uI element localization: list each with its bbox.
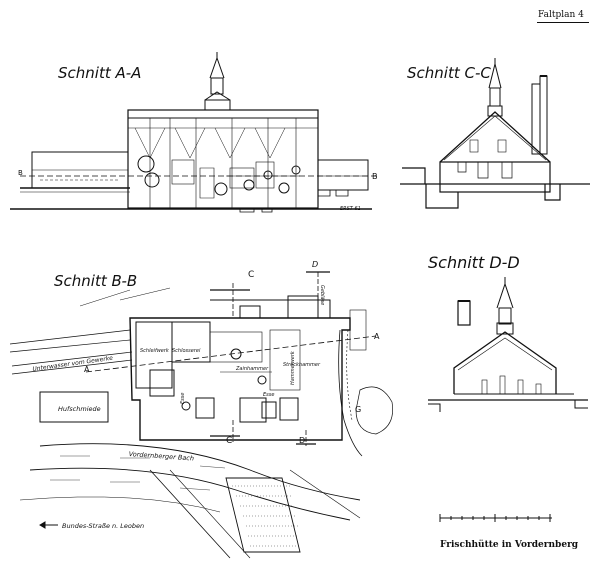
- bb-marker-a-right: A: [374, 332, 380, 341]
- label-room2: Schlosserei: [172, 348, 201, 354]
- label-room6: Esse: [263, 392, 275, 398]
- scale-bar: [439, 514, 552, 522]
- bb-marker-c-top: C: [248, 270, 255, 280]
- aa-marker-right: B: [372, 172, 378, 181]
- bb-marker-g: G: [355, 405, 362, 414]
- section-aa-title: Schnitt A-A: [58, 64, 142, 82]
- label-room3: Zainhammer: [236, 366, 269, 372]
- sheet-label: Faltplan 4: [538, 10, 584, 20]
- section-bb-drawing: [9, 271, 393, 559]
- label-room4: Streckhammer: [283, 362, 321, 368]
- bb-marker-c-bottom: C: [226, 436, 233, 446]
- section-cc-drawing: [400, 58, 590, 209]
- aa-marker-left: B: [18, 169, 23, 177]
- sheet-label-underline: [537, 22, 589, 23]
- bb-marker-d-top: D: [312, 260, 319, 269]
- label-hufschmiede: Hufschmiede: [58, 405, 101, 413]
- label-room1: Schleifwerk: [140, 348, 169, 354]
- plan-caption: Frischhütte in Vordernberg: [440, 540, 579, 550]
- section-bb-title: Schnitt B-B: [54, 272, 138, 290]
- label-road: Bundes-Straße n. Leoben: [62, 522, 145, 530]
- section-dd-title: Schnitt D-D: [428, 253, 520, 272]
- section-cc-title: Schnitt C-C: [407, 64, 491, 82]
- section-dd-drawing: [428, 277, 588, 412]
- bb-marker-a-left: A: [84, 365, 90, 374]
- section-aa-drawing: [10, 52, 380, 213]
